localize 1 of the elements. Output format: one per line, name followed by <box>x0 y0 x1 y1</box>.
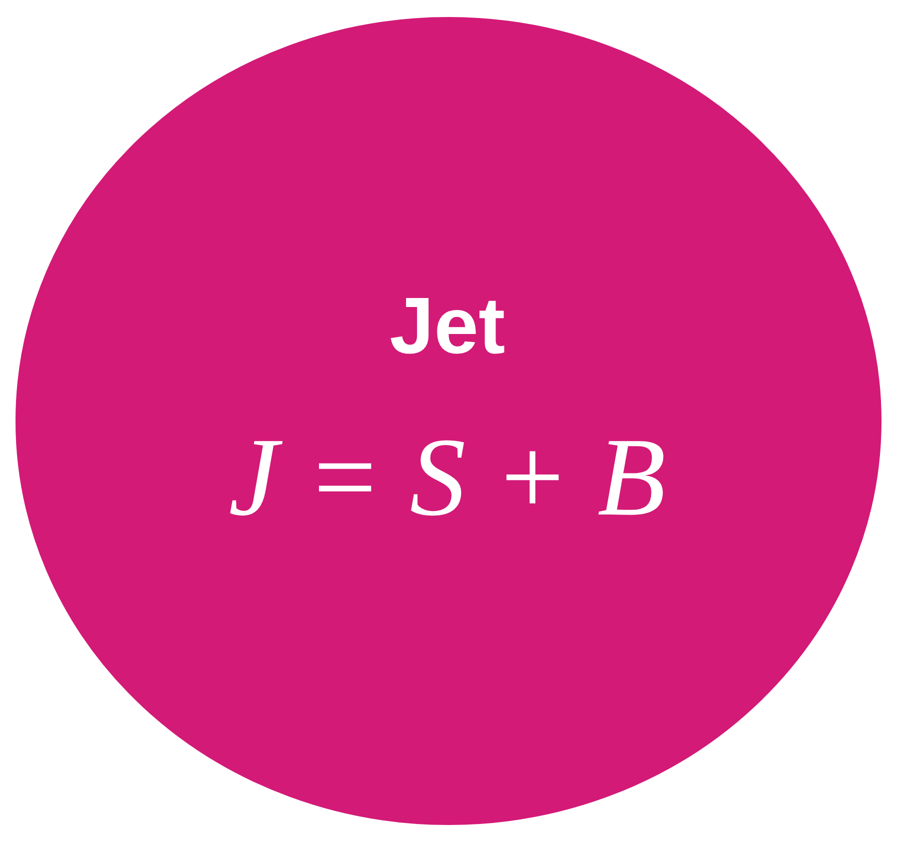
node-circle: Jet J = S + B <box>16 16 882 824</box>
